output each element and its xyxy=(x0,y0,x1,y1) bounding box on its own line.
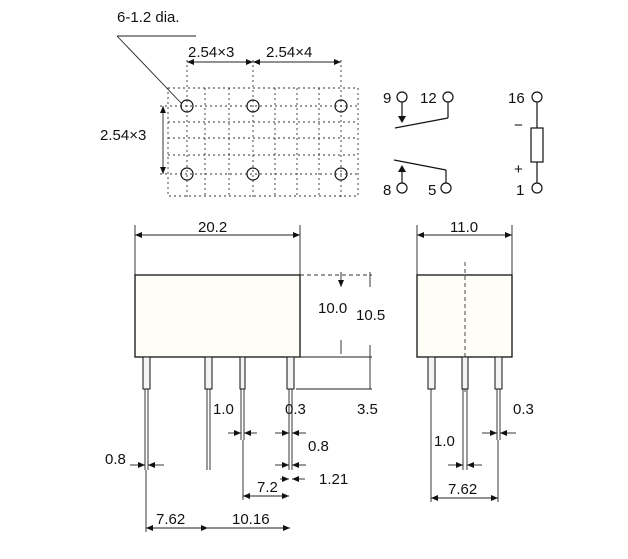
side-view: 11.0 0.3 1.0 7.62 xyxy=(416,219,534,502)
pin-5-label: 5 xyxy=(428,182,436,199)
hole-6 xyxy=(334,167,348,181)
pitch-x-left-label: 2.54×3 xyxy=(188,44,234,61)
side-pin-width-label: 1.0 xyxy=(434,433,455,450)
pin-16-label: 16 xyxy=(508,90,525,107)
front-pin-2 xyxy=(204,356,213,390)
pcb-footprint: 6-1.2 dia. 2.54×3 2 xyxy=(100,9,359,200)
dim-72-label: 7.2 xyxy=(257,479,278,496)
pin-offset-label: 0.8 xyxy=(308,438,329,455)
pin-1-terminal xyxy=(531,182,543,194)
lower-contact-blade xyxy=(393,159,447,171)
pin-5-terminal xyxy=(440,182,452,194)
dim-1016-label: 10.16 xyxy=(232,511,270,528)
contact-arrow-top xyxy=(398,116,406,123)
hole-1 xyxy=(180,99,194,113)
pin-8-terminal xyxy=(396,182,408,194)
contact-arrow-bottom xyxy=(398,165,406,172)
pin-12-label: 12 xyxy=(420,90,437,107)
pin-9-terminal xyxy=(396,91,408,103)
hole-3 xyxy=(334,99,348,113)
pin-12-terminal xyxy=(442,91,454,103)
pin-9-label: 9 xyxy=(383,90,391,107)
pitch-x-right-label: 2.54×4 xyxy=(266,44,312,61)
dim-762-label: 7.62 xyxy=(156,511,185,528)
side-pin-center xyxy=(461,356,469,390)
front-width-label: 20.2 xyxy=(198,219,227,236)
coil-symbol xyxy=(530,127,544,163)
footprint-grid xyxy=(160,60,358,200)
hole-4 xyxy=(180,167,194,181)
pin-width-label: 1.0 xyxy=(213,401,234,418)
footprint-outline xyxy=(167,87,359,197)
contact-schematic: 9 12 8 5 16 1 − + xyxy=(383,90,544,199)
front-pin-1 xyxy=(142,356,151,390)
hole-note-label: 6-1.2 dia. xyxy=(117,9,180,26)
pin-width-lower-label: 0.8 xyxy=(105,451,126,468)
pitch-y-label: 2.54×3 xyxy=(100,127,146,144)
front-pin-3 xyxy=(239,356,246,390)
pin-1-label: 1 xyxy=(516,182,524,199)
relay-body-front xyxy=(134,274,301,358)
front-pins xyxy=(142,356,295,470)
body-height-label: 10.0 xyxy=(318,300,347,317)
side-pin-thickness-label: 0.3 xyxy=(513,401,534,418)
side-pin-right xyxy=(494,356,503,390)
total-height-label: 10.5 xyxy=(356,307,385,324)
relay-body-side xyxy=(416,274,513,358)
side-width-label: 11.0 xyxy=(450,219,478,236)
hole-leader-line xyxy=(116,35,183,105)
hole-5 xyxy=(246,167,260,181)
pin-gap-label: 3.5 xyxy=(357,401,378,418)
side-pin-left xyxy=(427,356,436,390)
pin-thickness-label: 0.3 xyxy=(285,401,306,418)
coil-plus-label: + xyxy=(514,161,523,178)
dim-121-label: 1.21 xyxy=(319,471,348,488)
front-pin-4 xyxy=(286,356,295,390)
coil-minus-label: − xyxy=(514,117,523,134)
side-pins xyxy=(427,356,503,470)
front-view: 20.2 10.0 10.5 3.5 1.0 xyxy=(105,219,385,532)
upper-contact-blade xyxy=(394,117,449,129)
side-span-label: 7.62 xyxy=(448,481,477,498)
pin-8-label: 8 xyxy=(383,182,391,199)
pin-16-terminal xyxy=(531,91,543,103)
hole-2 xyxy=(246,99,260,113)
